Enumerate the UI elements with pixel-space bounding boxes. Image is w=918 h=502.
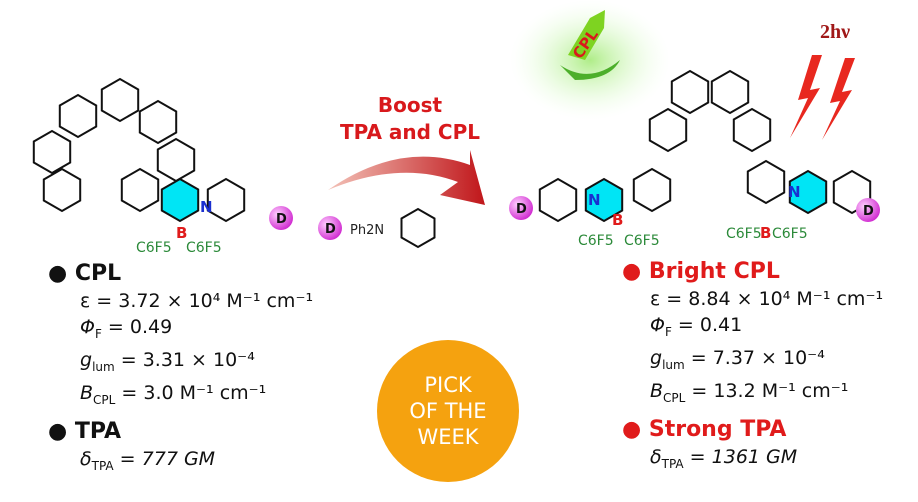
aromatic-ring — [732, 107, 772, 153]
nitrogen-atom: N — [788, 183, 801, 201]
reaction-arrow — [328, 150, 485, 205]
c6f5-label: C6F5 — [186, 240, 222, 256]
aromatic-ring — [538, 177, 578, 223]
cpl-glow — [510, 0, 670, 120]
aromatic-ring — [670, 69, 710, 115]
donor-legend-ball-label: D — [325, 222, 336, 237]
aromatic-ring — [100, 77, 140, 123]
left-bcpl: BCPL = 3.0 M⁻¹ cm⁻¹ — [80, 381, 267, 407]
aromatic-ring — [206, 177, 246, 223]
left-glum: glum = 3.31 × 10⁻⁴ — [80, 348, 255, 374]
aromatic-ring — [32, 129, 72, 175]
aromatic-ring — [138, 99, 178, 145]
c6f5-label: C6F5 — [624, 233, 660, 249]
aromatic-ring — [58, 93, 98, 139]
boost-line-2: TPA and CPL — [340, 120, 480, 144]
badge-line-2: OF THE — [409, 399, 487, 423]
aromatic-ring — [632, 167, 672, 213]
donor-group-label: Ph2N — [350, 223, 384, 238]
boron-ring — [160, 177, 200, 223]
donor-ball-label: D — [863, 204, 874, 219]
left-delta: δTPA = 777 GM — [80, 448, 216, 474]
right-properties: ● Bright CPL ε = 8.84 × 10⁴ M⁻¹ cm⁻¹ ΦF … — [622, 258, 883, 477]
left-epsilon: ε = 3.72 × 10⁴ M⁻¹ cm⁻¹ — [80, 290, 314, 312]
right-glum: glum = 7.37 × 10⁻⁴ — [650, 346, 825, 372]
aromatic-ring — [648, 107, 688, 153]
c6f5-label: C6F5 — [772, 226, 808, 242]
aromatic-ring — [42, 167, 82, 213]
photon-label: 2hν — [820, 21, 850, 43]
pick-of-the-week-badge: PICK OF THE WEEK — [377, 340, 519, 482]
badge-line-3: WEEK — [417, 425, 479, 449]
lightning-icon — [790, 55, 855, 140]
donor-ball-label: D — [276, 212, 287, 227]
boost-label: Boost TPA and CPL — [310, 92, 510, 146]
left-properties: ● CPL ε = 3.72 × 10⁴ M⁻¹ cm⁻¹ ΦF = 0.49 … — [48, 260, 313, 479]
aromatic-ring — [400, 207, 436, 249]
nitrogen-atom: N — [588, 191, 601, 209]
aromatic-ring — [746, 159, 786, 205]
right-tpa-heading: ● Strong TPA — [622, 417, 787, 443]
donor-legend-ball — [318, 216, 342, 240]
aromatic-ring — [120, 167, 160, 213]
donor-ball — [856, 198, 880, 222]
donor-ball-label: D — [516, 202, 527, 217]
donor-ball — [269, 206, 293, 230]
badge-line-1: PICK — [424, 373, 472, 397]
boron-atom: B — [612, 211, 623, 229]
left-phi: ΦF = 0.49 — [80, 316, 173, 341]
right-bcpl: BCPL = 13.2 M⁻¹ cm⁻¹ — [650, 379, 849, 405]
right-delta: δTPA = 1361 GM — [650, 446, 798, 472]
boron-ring — [584, 177, 624, 223]
aromatic-ring — [710, 69, 750, 115]
left-cpl-heading: ● CPL — [48, 261, 122, 286]
right-epsilon: ε = 8.84 × 10⁴ M⁻¹ cm⁻¹ — [650, 288, 884, 310]
c6f5-label: C6F5 — [726, 226, 762, 242]
right-cpl-heading: ● Bright CPL — [622, 259, 780, 284]
boost-line-1: Boost — [377, 93, 443, 117]
c6f5-label: C6F5 — [578, 233, 614, 249]
aromatic-ring — [156, 137, 196, 183]
right-phi: ΦF = 0.41 — [650, 314, 743, 339]
nitrogen-atom: N — [200, 198, 213, 216]
c6f5-label: C6F5 — [136, 240, 172, 256]
boron-atom: B — [760, 224, 771, 242]
boron-atom: B — [176, 224, 187, 242]
boron-ring — [788, 169, 828, 215]
left-tpa-heading: ● TPA — [48, 419, 121, 445]
donor-ball — [509, 196, 533, 220]
